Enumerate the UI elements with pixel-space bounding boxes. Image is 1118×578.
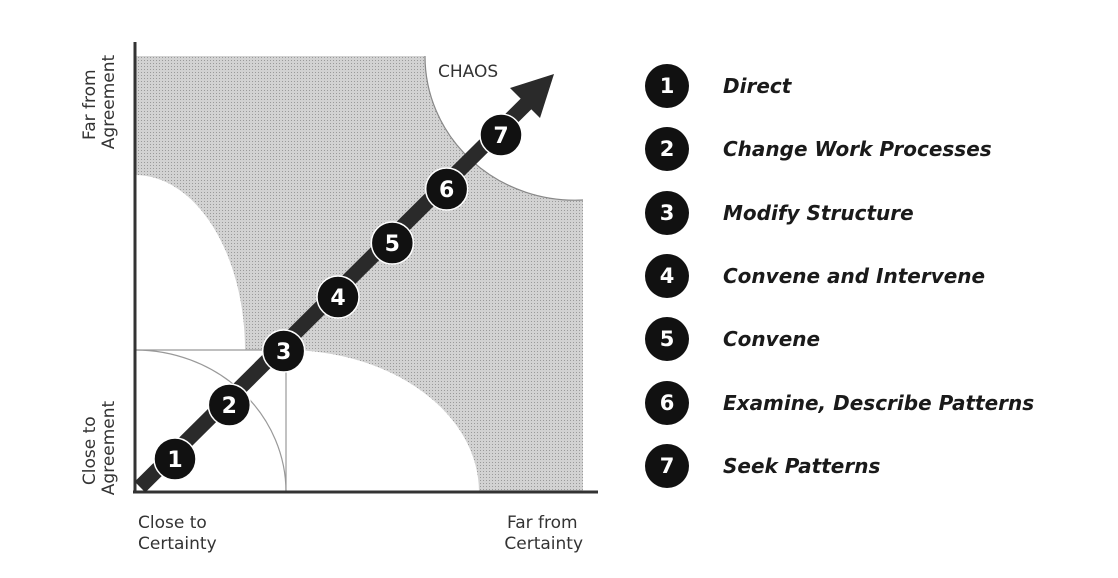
lower-right-lobe xyxy=(286,350,479,492)
arrow-step-4: 4 xyxy=(316,275,360,319)
legend-step-label: Change Work Processes xyxy=(723,137,992,162)
arrow-step-number: 5 xyxy=(385,232,400,257)
arrow-step-circle xyxy=(153,437,197,481)
legend-step-label: Convene xyxy=(723,327,821,352)
legend-step-badge: 4 xyxy=(645,253,689,298)
legend-step-badge: 6 xyxy=(645,380,689,425)
arrow-steps: 1 2 3 4 5 6 7 xyxy=(153,113,523,481)
legend-item-7: 7 Seek Patterns xyxy=(645,443,880,489)
legend-step-label: Modify Structure xyxy=(723,200,914,225)
upper-left-lobe xyxy=(135,175,245,350)
arrow-step-circle xyxy=(207,383,252,427)
legend-item-6: 6 Examine, Describe Patterns xyxy=(645,380,1034,426)
arrow-step-7: 7 xyxy=(479,113,523,157)
arrow-step-number: 3 xyxy=(276,340,291,365)
arrow-step-5: 5 xyxy=(370,221,415,265)
y-axis-top-label: Far from Agreement xyxy=(80,54,119,149)
arrow-step-3: 3 xyxy=(261,329,306,373)
arrow-step-number: 2 xyxy=(222,394,237,419)
arrow-step-circle xyxy=(316,275,360,319)
chaos-label: CHAOS xyxy=(438,62,498,82)
arrow-step-number: 4 xyxy=(330,286,345,311)
arrow-step-1: 1 xyxy=(153,437,197,481)
legend-step-badge: 5 xyxy=(645,317,689,362)
legend-step-badge: 1 xyxy=(645,64,689,108)
legend-step-badge: 7 xyxy=(645,443,689,488)
legend-item-1: 1 Direct xyxy=(645,63,791,109)
progression-arrow-head xyxy=(510,74,554,118)
legend-step-badge: 2 xyxy=(645,127,689,172)
arrow-step-number: 7 xyxy=(493,124,508,149)
arrow-step-number: 1 xyxy=(167,448,182,473)
legend-step-label: Examine, Describe Patterns xyxy=(723,390,1035,415)
arrow-step-circle xyxy=(370,221,415,265)
stacey-matrix-diagram: CHAOS Far from Agreement Close to Agreem… xyxy=(80,42,598,554)
arrow-step-2: 2 xyxy=(207,383,252,427)
legend-item-4: 4 Convene and Intervene xyxy=(645,253,985,299)
arrow-step-circle xyxy=(261,329,306,373)
arrow-step-circle xyxy=(424,167,469,211)
arrow-step-6: 6 xyxy=(424,167,469,211)
legend-step-badge: 3 xyxy=(645,190,689,235)
x-axis-left-label: Close to Certainty xyxy=(138,513,217,554)
arrow-step-number: 6 xyxy=(439,178,454,203)
legend-item-5: 5 Convene xyxy=(645,316,820,362)
legend-step-label: Seek Patterns xyxy=(723,453,881,478)
legend-item-2: 2 Change Work Processes xyxy=(645,126,992,172)
x-axis-right-label: Far from Certainty xyxy=(504,513,583,554)
arrow-step-circle xyxy=(479,113,523,157)
y-axis-bottom-label: Close to Agreement xyxy=(80,400,119,495)
legend-step-label: Direct xyxy=(723,74,792,98)
legend-step-label: Convene and Intervene xyxy=(723,263,986,288)
legend-item-3: 3 Modify Structure xyxy=(645,190,914,236)
